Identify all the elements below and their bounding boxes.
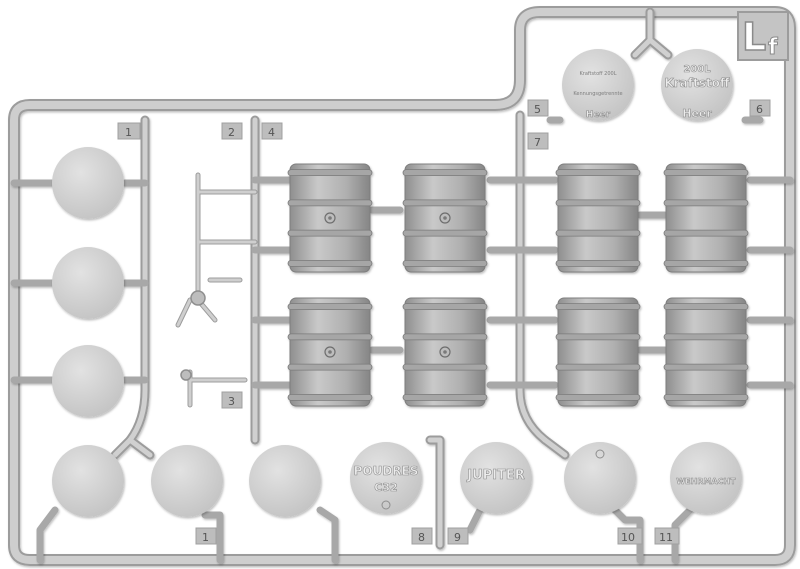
tag-6: 6 xyxy=(749,99,771,117)
tag-1-top: 1 xyxy=(117,122,141,140)
hand-pump-parts xyxy=(175,172,258,408)
tag-9: 9 xyxy=(447,527,469,545)
tag-label: 8 xyxy=(418,531,425,544)
blank-disc xyxy=(52,247,124,319)
blank-disc xyxy=(151,445,223,517)
tag-label: 10 xyxy=(621,531,635,544)
tag-3: 3 xyxy=(221,391,243,409)
sprue-letter: L xyxy=(742,15,766,59)
plate-poudres-line1: POUDRES xyxy=(354,464,419,478)
blank-disc xyxy=(52,445,124,517)
tag-label: 9 xyxy=(454,531,461,544)
drum-half xyxy=(663,297,749,407)
tag-label: 4 xyxy=(268,126,275,139)
drum-half xyxy=(555,297,641,407)
part-number-tags: 1 2 4 3 5 6 7 8 9 10 11 1 xyxy=(117,99,771,545)
drum-halves xyxy=(287,163,749,407)
drum-half xyxy=(287,297,373,407)
tag-7: 7 xyxy=(527,132,549,150)
embossed-plates: Kraftstoff 200L Kennungsgetrennte Heer 2… xyxy=(350,49,742,514)
tag-label: 7 xyxy=(534,136,541,149)
tag-label: 2 xyxy=(228,126,235,139)
drum-half xyxy=(402,163,488,273)
plate-kraftstoff-c xyxy=(564,442,636,514)
drum-half xyxy=(663,163,749,273)
tag-label: 5 xyxy=(534,103,541,116)
tag-11: 11 xyxy=(654,527,680,545)
plate-kraftstoff-b: 200L Kraftstoff Heer xyxy=(661,49,733,121)
tag-label: 11 xyxy=(659,531,673,544)
plate-wehrmacht: WEHRMACHT xyxy=(670,442,742,514)
tag-label: 6 xyxy=(756,103,763,116)
plate-poudres-line2: C32 xyxy=(374,481,397,494)
blank-disc xyxy=(249,445,321,517)
tag-10: 10 xyxy=(617,527,643,545)
sprue-letter-badge: L f xyxy=(737,11,789,61)
plate-kraftstoff-a-line2: Kennungsgetrennte xyxy=(573,91,622,97)
blank-discs xyxy=(52,147,321,517)
tag-label: 1 xyxy=(125,126,132,139)
tag-label: 1 xyxy=(202,531,209,544)
plate-kraftstoff-b-line2: Kraftstoff xyxy=(664,76,729,90)
tag-4: 4 xyxy=(261,122,283,140)
plate-kraftstoff-a-line1: Kraftstoff 200L xyxy=(579,71,616,77)
plate-kraftstoff-b-line1: 200L xyxy=(683,64,711,75)
tag-5: 5 xyxy=(527,99,549,117)
drum-half xyxy=(287,163,373,273)
tag-2: 2 xyxy=(221,122,243,140)
plate-kraftstoff-a-line3: Heer xyxy=(586,110,611,120)
drum-half xyxy=(402,297,488,407)
tag-8: 8 xyxy=(411,527,433,545)
drum-half xyxy=(555,163,641,273)
plate-kraftstoff-b-line3: Heer xyxy=(682,107,712,120)
sprue-sub-letter: f xyxy=(768,35,778,60)
blank-disc xyxy=(52,147,124,219)
plate-poudres: POUDRES C32 xyxy=(350,442,422,514)
tag-label: 3 xyxy=(228,395,235,408)
blank-disc xyxy=(52,345,124,417)
plate-wehrmacht-line1: WEHRMACHT xyxy=(676,477,736,486)
tag-1-bottom: 1 xyxy=(195,527,217,545)
plate-jupiter: JUPITER xyxy=(460,442,532,514)
sprue-runners xyxy=(10,7,794,564)
plate-kraftstoff-a: Kraftstoff 200L Kennungsgetrennte Heer xyxy=(562,49,634,121)
plate-jupiter-line1: JUPITER xyxy=(466,468,525,483)
